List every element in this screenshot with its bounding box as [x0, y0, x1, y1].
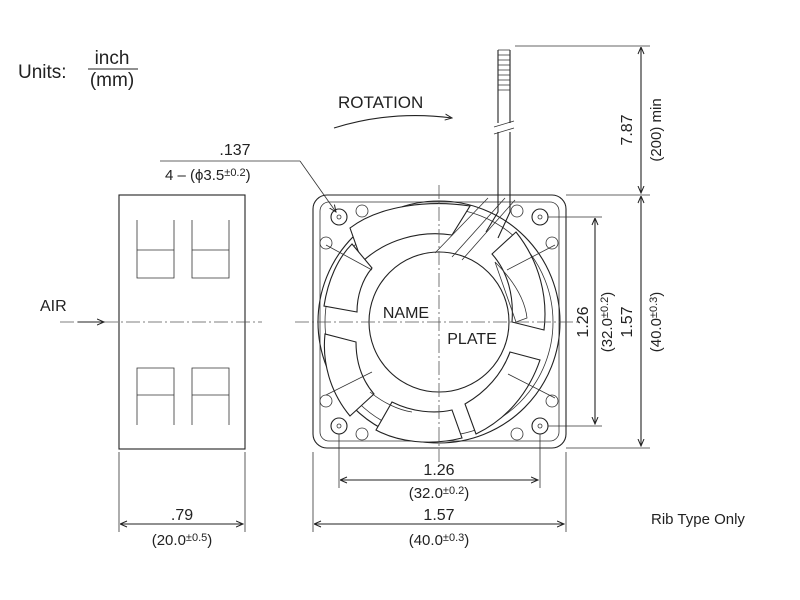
air-label: AIR [40, 298, 67, 315]
rotation-indicator: ROTATION [333, 93, 452, 129]
units-inch: inch [95, 48, 130, 69]
lead-wires [485, 49, 515, 239]
height-v-inch: 1.57 [619, 306, 636, 337]
frame-spokes [325, 244, 556, 399]
rib-hole [510, 427, 524, 441]
units-label: Units: [18, 62, 67, 83]
hole-callout: .137 4 – (ϕ3.5±0.2) [160, 142, 336, 212]
hole-pitch-v-mm: (32.0±0.2) [599, 292, 616, 353]
depth-inch: .79 [171, 507, 193, 524]
mount-hole [531, 417, 549, 435]
units-mm: (mm) [90, 70, 134, 91]
rib-hole [319, 236, 333, 250]
rib-hole [510, 204, 524, 218]
lead-wire-strip [498, 49, 510, 91]
mount-hole-center [537, 214, 543, 220]
mount-hole-center [336, 423, 342, 429]
blade-edge [369, 391, 413, 413]
fan-frame-outer [312, 194, 567, 449]
hub-name-label: NAME [383, 305, 429, 322]
mounting-holes [319, 204, 559, 441]
hole-pitch-v-inch: 1.26 [575, 306, 592, 337]
rotation-arrow [333, 116, 452, 129]
side-rib-bottom-left [136, 367, 175, 425]
vertical-dimensions: 7.87 (200) min 1.26 (32.0±0.2) 1.57 (40.… [515, 45, 665, 449]
blade-edge [494, 261, 528, 323]
side-rib-bottom-right [191, 367, 230, 425]
rib-hole [355, 427, 369, 441]
height-v-mm: (40.0±0.3) [648, 292, 665, 353]
lead-mm: (200) min [648, 98, 665, 161]
width-h-mm: (40.0±0.3) [409, 532, 470, 549]
horizontal-dimensions: 1.26 (32.0±0.2) 1.57 (40.0±0.3) [312, 434, 567, 549]
hole-pitch-h-inch: 1.26 [423, 462, 454, 479]
lead-channel [434, 197, 516, 261]
units-legend: Units: inch (mm) [18, 48, 138, 91]
rib-hole [545, 236, 559, 250]
hole-mm: 4 – (ϕ3.5±0.2) [165, 167, 251, 184]
hole-inch: .137 [219, 142, 250, 159]
rib-type-note: Rib Type Only [651, 511, 745, 528]
fan-blades [323, 203, 546, 443]
lead-wire-break [493, 120, 515, 135]
blade [349, 203, 471, 263]
mount-hole-center [336, 214, 342, 220]
blade [491, 231, 546, 331]
lead-inch: 7.87 [619, 114, 636, 145]
mount-hole [330, 208, 348, 226]
mount-hole [330, 417, 348, 435]
blade [323, 243, 373, 313]
depth-mm: (20.0±0.5) [152, 532, 213, 549]
mount-hole-center [537, 423, 543, 429]
side-view: AIR .79 (20.0±0.5) [40, 194, 262, 549]
side-rib-top-left [136, 220, 175, 279]
rib-hole [355, 204, 369, 218]
blade [323, 333, 375, 417]
rib-hole [545, 394, 559, 408]
lead-wire-body [485, 132, 511, 239]
mount-hole [531, 208, 549, 226]
rib-hole [319, 394, 333, 408]
hole-pitch-h-mm: (32.0±0.2) [409, 485, 470, 502]
front-view: NAME PLATE [295, 185, 580, 462]
rotation-label: ROTATION [338, 93, 423, 112]
lead-wire-end [497, 50, 511, 123]
hole-leader [299, 160, 336, 212]
hub-plate-label: PLATE [447, 331, 497, 348]
blade [464, 351, 541, 435]
side-rib-top-right [191, 220, 230, 279]
width-h-inch: 1.57 [423, 507, 454, 524]
blade [375, 401, 463, 443]
